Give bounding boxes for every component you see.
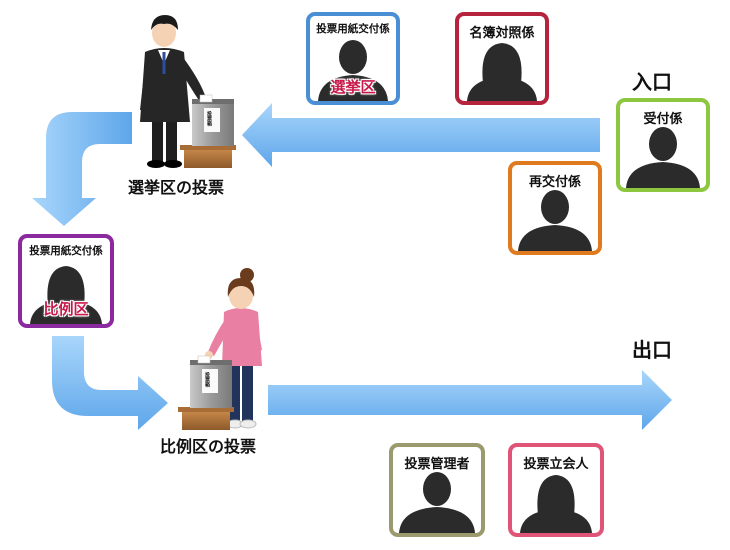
hireiku-vote-label: 比例区の投票: [160, 437, 257, 456]
flow-arrow-hireiku-card-to-box: [52, 336, 168, 430]
female-voter-figure: [205, 268, 262, 429]
ballot-box-senkyoku: [180, 94, 236, 168]
role-title: 受付係: [643, 112, 683, 127]
role-card-uketsuke: 受付係: [616, 98, 710, 192]
role-title: 投票用紙交付係: [29, 245, 103, 257]
district-label: 比例区: [43, 300, 89, 318]
person-silhouette-icon: [520, 475, 592, 533]
entrance-label: 入口: [632, 70, 672, 94]
person-silhouette-icon: [626, 127, 700, 188]
role-card-tachiainin: 投票立会人: [508, 443, 604, 537]
role-card-hireiku-kofu: 投票用紙交付係 比例区: [18, 234, 114, 328]
ballot-box-label-top: 投票箱: [206, 111, 212, 126]
role-card-saikofu: 再交付係: [508, 161, 602, 255]
role-card-meibo: 名簿対照係: [455, 12, 549, 105]
role-title: 投票管理者: [404, 457, 470, 472]
ballot-box-hireiku: [178, 355, 234, 430]
person-silhouette-icon: [318, 40, 388, 101]
male-voter-figure: [140, 15, 209, 168]
ballot-box-label-bottom: 投票箱: [204, 372, 210, 387]
flow-arrow-senkyoku-to-hireiku-card: [32, 112, 132, 226]
senkyoku-vote-label: 選挙区の投票: [128, 178, 225, 197]
exit-label: 出口: [632, 338, 672, 362]
flow-arrow-entrance-to-senkyoku: [242, 103, 600, 167]
person-silhouette-icon: [30, 266, 102, 324]
district-label: 選挙区: [330, 78, 376, 96]
role-card-senkyoku-kofu: 投票用紙交付係 選挙区: [306, 12, 400, 105]
role-card-kanrisha: 投票管理者: [389, 443, 485, 537]
role-title: 名簿対照係: [469, 26, 535, 41]
person-silhouette-icon: [467, 43, 537, 101]
role-title: 再交付係: [528, 175, 581, 190]
person-silhouette-icon: [399, 472, 475, 533]
role-title: 投票立会人: [523, 457, 589, 472]
role-title: 投票用紙交付係: [316, 23, 390, 35]
flow-arrow-to-exit: [268, 370, 672, 430]
person-silhouette-icon: [518, 190, 592, 251]
